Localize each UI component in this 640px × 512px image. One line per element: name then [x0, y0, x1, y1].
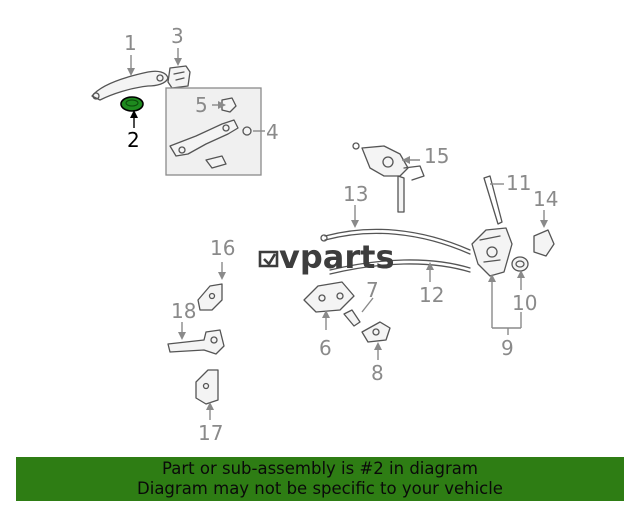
label-18: 18 [171, 299, 196, 323]
part-10-grommet[interactable] [511, 256, 529, 272]
label-4: 4 [266, 120, 279, 144]
label-9: 9 [501, 336, 514, 360]
vparts-logo: vparts [258, 238, 394, 276]
label-16: 16 [210, 236, 235, 260]
part-14-cover[interactable] [533, 229, 555, 257]
vparts-logo-text: vparts [279, 238, 394, 276]
label-17: 17 [198, 421, 223, 445]
label-12: 12 [419, 283, 444, 307]
arrow-16 [218, 272, 226, 280]
exploded-parts-diagram: 1 3 2 5 4 15 [91, 24, 558, 445]
arrow-17 [206, 402, 214, 410]
part-5-clip[interactable] [221, 97, 237, 113]
arrow-10 [517, 270, 525, 278]
arrow-8 [374, 342, 382, 350]
part-6-bracket[interactable] [303, 281, 355, 313]
label-11: 11 [506, 171, 531, 195]
part-17-lower-hinge[interactable] [195, 369, 219, 405]
label-13: 13 [343, 182, 368, 206]
part-11-rod[interactable] [483, 175, 503, 225]
label-14: 14 [533, 187, 558, 211]
label-6: 6 [319, 336, 332, 360]
label-1: 1 [124, 31, 137, 55]
part-16-upper-hinge[interactable] [197, 283, 223, 311]
arrow-18 [178, 332, 186, 340]
part-13-lock-cable[interactable] [320, 228, 471, 255]
arrow-6 [322, 310, 330, 318]
label-2: 2 [127, 128, 140, 152]
part-9-door-latch[interactable] [471, 227, 513, 277]
part-12-handle-cable[interactable] [329, 259, 471, 275]
label-8: 8 [371, 361, 384, 385]
banner-line-1: Part or sub-assembly is #2 in diagram [162, 459, 478, 478]
label-3: 3 [171, 24, 184, 48]
part-15-lock-cylinder[interactable] [352, 142, 425, 213]
arrow-5 [218, 101, 226, 109]
banner-line-2: Diagram may not be specific to your vehi… [137, 479, 503, 498]
label-10: 10 [512, 291, 537, 315]
part-4-handle-frame[interactable] [169, 119, 252, 169]
leader-7 [361, 297, 374, 313]
part-3-handle-cap[interactable] [167, 65, 191, 89]
part-1-outer-handle[interactable] [91, 70, 169, 101]
part-8-cover[interactable] [361, 321, 391, 343]
arrow-1 [127, 68, 135, 76]
label-7: 7 [366, 278, 379, 302]
arrow-13 [351, 220, 359, 228]
arrow-12 [426, 262, 434, 270]
arrow-2 [130, 110, 138, 118]
info-banner: Part or sub-assembly is #2 in diagram Di… [16, 457, 624, 501]
label-5: 5 [195, 93, 208, 117]
arrow-15 [402, 156, 410, 164]
arrow-14 [540, 220, 548, 228]
arrow-9 [488, 274, 496, 282]
arrow-3 [174, 58, 182, 66]
part-18-door-check[interactable] [167, 329, 225, 355]
part-2-gasket-highlighted[interactable] [120, 96, 144, 112]
part-7-screw[interactable] [343, 309, 361, 327]
label-15: 15 [424, 144, 449, 168]
